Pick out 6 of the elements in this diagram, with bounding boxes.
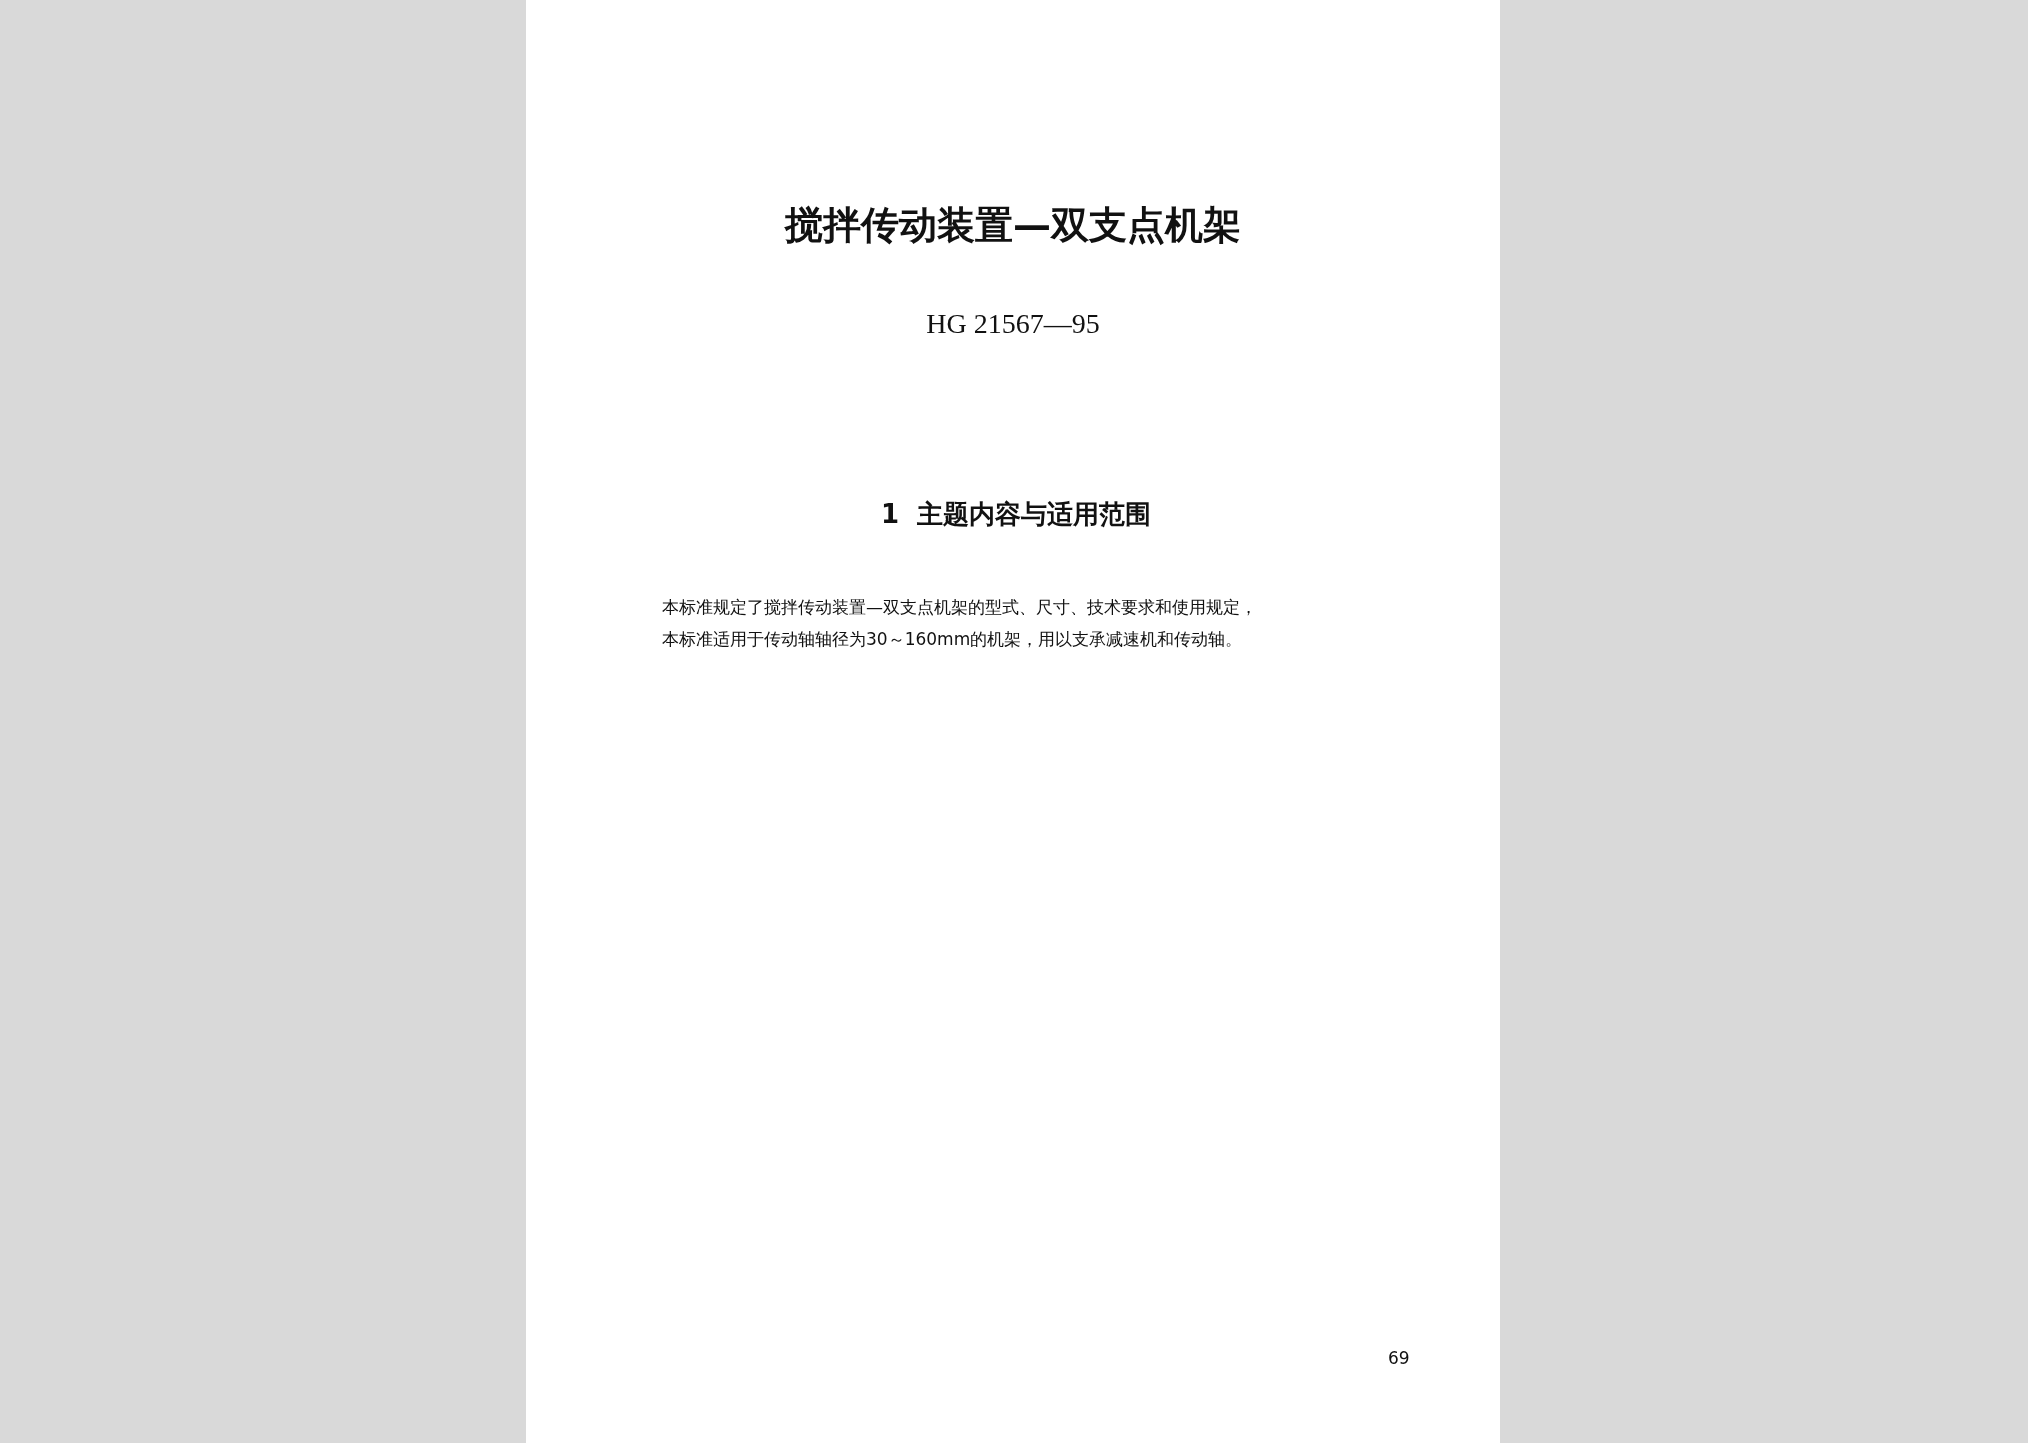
document-title: 搅拌传动装置—双支点机架 (783, 202, 1242, 249)
section-heading: 1 主题内容与适用范围 (881, 498, 1152, 531)
page-number: 69 (1388, 1348, 1410, 1368)
standard-number: HG 21567—95 (925, 308, 1101, 340)
body-paragraph: 本标准适用于传动轴轴径为30～160mm的机架，用以支承减速机和传动轴。 (662, 628, 1243, 651)
body-paragraph: 本标准规定了搅拌传动装置—双支点机架的型式、尺寸、技术要求和使用规定， (662, 596, 1257, 619)
